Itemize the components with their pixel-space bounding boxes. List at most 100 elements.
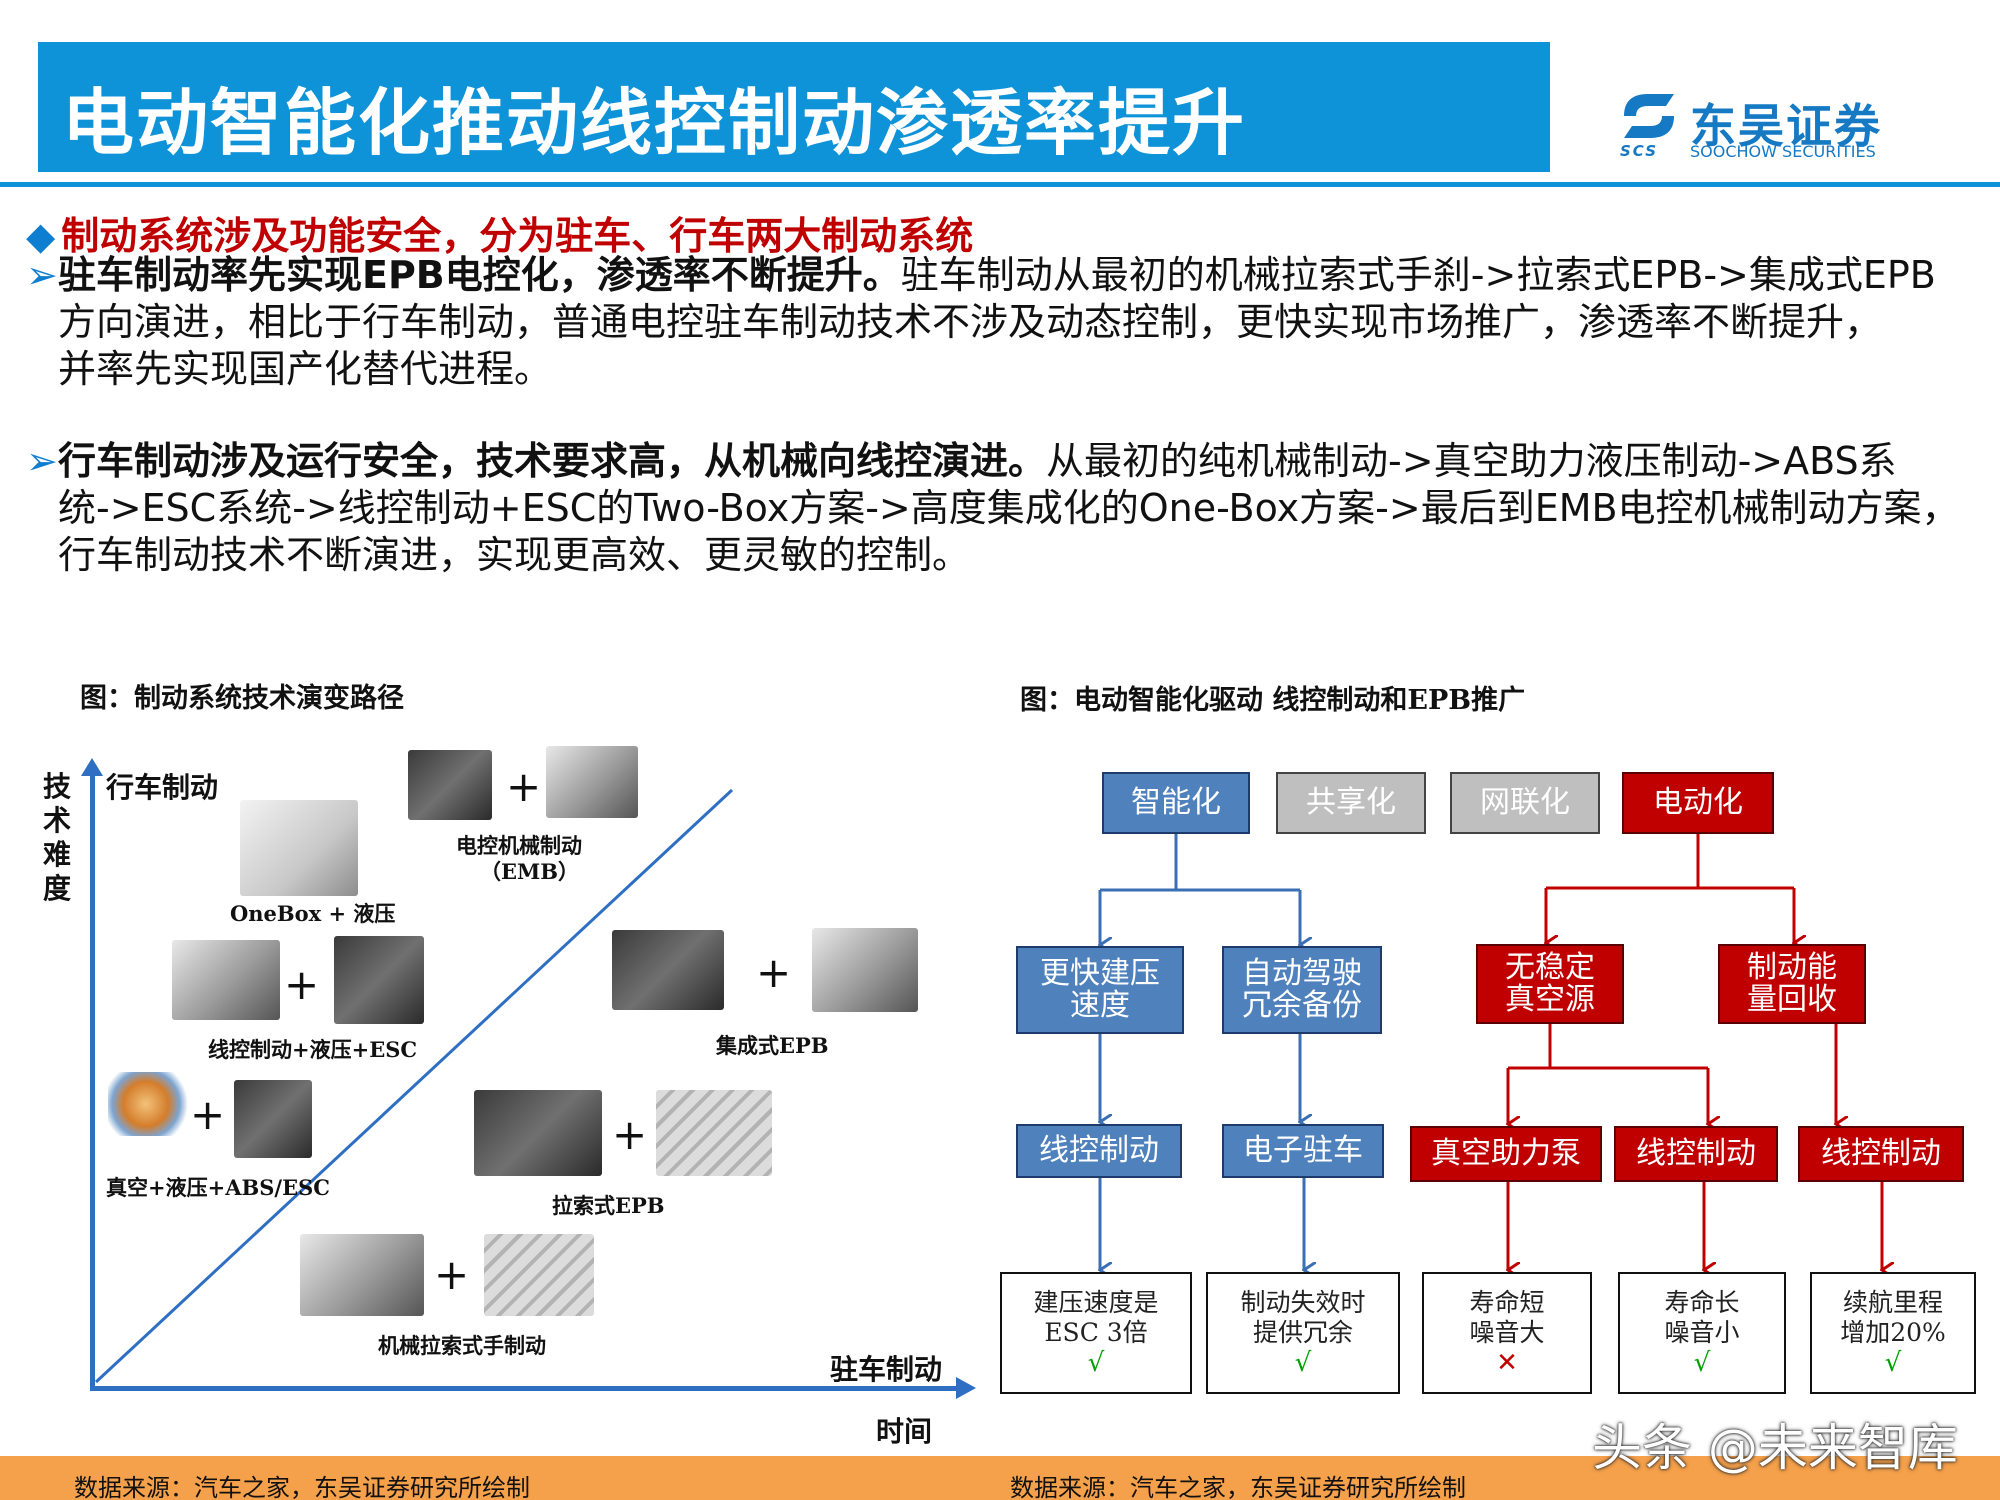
para1-line2: 方向演进，相比于行车制动，普通电控驻车制动技术不涉及动态控制，更快实现市场推广，… [58,300,1883,344]
y-axis [90,772,95,1390]
plus-sign: + [756,948,792,997]
title-bar: 电动智能化推动线控制动渗透率提升 [38,42,1550,172]
vacuum-label: 真空+液压+ABS/ESC [106,1175,330,1200]
twobox-booster-photo [172,940,280,1020]
right-figure-title: 图：电动智能化驱动 线控制动和EPB推广 [1020,685,1526,716]
result-box-redundancy: 制动失效时 提供冗余 √ [1206,1272,1400,1394]
autonomous-redundancy-line2: 冗余备份 [1242,988,1362,1023]
handbrake-lever-photo [300,1234,424,1316]
y-axis-label: 技术难度 [42,770,72,906]
plus-sign: + [190,1090,226,1139]
arrow-bullet-icon: ➢ [26,439,58,483]
paragraph-parking-brake: ➢驻车制动率先实现EPB电控化，渗透率不断提升。驻车制动从最初的机械拉索式手刹-… [26,252,1976,393]
no-vacuum-source-line1: 无稳定 [1505,950,1595,985]
result-text: 噪音小 [1664,1318,1740,1347]
brake-by-wire-box-2: 线控制动 [1614,1126,1778,1182]
energy-recovery-line2: 量回收 [1747,982,1837,1017]
logo-english-name: SOOCHOW SECURITIES [1690,142,1876,161]
plus-sign: + [434,1250,470,1299]
result-box-pressure: 建压速度是 ESC 3倍 √ [1000,1272,1192,1394]
integrated-epb-label: 集成式EPB [716,1033,829,1058]
twobox-label: 线控制动+液压+ESC [208,1037,418,1062]
result-text: 噪音大 [1469,1318,1545,1347]
integrated-epb-switch-photo [612,930,724,1010]
result-text: 增加20% [1840,1318,1946,1347]
handbrake-cable-photo [484,1234,594,1316]
source-note-right: 数据来源：汽车之家，东吴证券研究所绘制 [1010,1474,1466,1500]
emb-actuator-photo [408,750,492,820]
result-box-range: 续航里程 增加20% √ [1810,1272,1976,1394]
result-text: 续航里程 [1842,1288,1943,1317]
result-box-brake-by-wire: 寿命长 噪音小 √ [1618,1272,1786,1394]
para1-line3: 并率先实现国产化替代进程。 [58,347,553,391]
source-note-left: 数据来源：汽车之家，东吴证券研究所绘制 [74,1474,530,1500]
para2-line1: 从最初的纯机械制动->真空助力液压制动->ABS系 [1046,439,1897,483]
x-axis [90,1386,958,1391]
energy-recovery-box: 制动能 量回收 [1718,944,1866,1024]
result-text: 制动失效时 [1240,1288,1366,1317]
left-figure-title: 图：制动系统技术演变路径 [80,683,404,714]
cable-epb-switch-photo [474,1090,602,1176]
energy-recovery-line1: 制动能 [1747,950,1837,985]
autonomous-redundancy-box: 自动驾驶 冗余备份 [1222,946,1382,1034]
para2-lead: 行车制动涉及运行安全，技术要求高，从机械向线控演进。 [58,439,1047,483]
time-axis-label: 时间 [876,1415,933,1448]
check-mark-icon: √ [1087,1348,1105,1378]
emb-label-abbr: （EMB） [480,859,580,884]
plus-sign: + [612,1110,648,1159]
faster-pressure-line2: 速度 [1070,988,1130,1023]
result-text: 寿命长 [1664,1288,1740,1317]
para2-line2: 统->ESC系统->线控制动+ESC的Two-Box方案->高度集成化的One-… [58,486,1960,530]
y-axis-arrow-icon [81,758,103,776]
section-headline: ◆制动系统涉及功能安全，分为驻车、行车两大制动系统 [26,205,973,260]
footer-bar [0,1456,2000,1500]
logo-chinese-name: 东吴证券 [1690,99,1882,153]
soochow-logo: 东吴证券 SCS SOOCHOW SECURITIES [1618,88,1898,163]
no-vacuum-source-box: 无稳定 真空源 [1476,944,1624,1024]
para1-line1: 驻车制动从最初的机械拉索式手刹->拉索式EPB->集成式EPB [900,253,1936,297]
result-text: 寿命短 [1469,1288,1545,1317]
header-divider [0,182,2000,187]
onebox-photo [240,800,358,896]
abs-esc-unit-photo [234,1080,312,1158]
cable-epb-cable-photo [656,1090,772,1176]
diamond-bullet-icon: ◆ [26,214,56,258]
smart-box: 智能化 [1102,772,1250,834]
headline-text: 制动系统涉及功能安全，分为驻车、行车两大制动系统 [61,214,974,258]
emb-label: 电控机械制动 [456,833,582,858]
plus-sign: + [506,762,542,811]
x-axis-arrow-icon [956,1377,976,1399]
integrated-epb-caliper-photo [812,928,918,1012]
vacuum-booster-photo [108,1072,192,1136]
epb-box: 电子驻车 [1222,1124,1384,1178]
cable-epb-label: 拉索式EPB [552,1193,665,1218]
handbrake-label: 机械拉索式手制动 [378,1333,546,1358]
connected-box: 网联化 [1450,772,1600,834]
result-text: 建压速度是 [1033,1288,1159,1317]
para1-lead: 驻车制动率先实现EPB电控化，渗透率不断提升。 [58,253,901,297]
result-text: ESC 3倍 [1044,1318,1148,1347]
emb-caliper-photo [546,746,638,818]
page-title: 电动智能化推动线控制动渗透率提升 [62,81,1247,165]
twobox-esc-photo [334,936,424,1024]
check-mark-icon: √ [1294,1348,1312,1378]
service-brake-label: 行车制动 [106,771,219,804]
para2-line3: 行车制动技术不断演进，实现更高效、更灵敏的控制。 [58,533,971,577]
parking-brake-label: 驻车制动 [830,1353,943,1386]
logo-abbreviation: SCS [1620,142,1659,160]
arrow-bullet-icon: ➢ [26,253,58,297]
cross-mark-icon: ✕ [1496,1348,1518,1378]
y-axis-label-text: 技术难度 [42,770,71,905]
autonomous-redundancy-line1: 自动驾驶 [1242,956,1362,991]
watermark: 头条 @未来智库 [1592,1419,1958,1477]
result-box-vacuum-pump: 寿命短 噪音大 ✕ [1422,1272,1592,1394]
vacuum-pump-box: 真空助力泵 [1410,1126,1602,1182]
brake-by-wire-box-1: 线控制动 [1016,1124,1182,1178]
faster-pressure-box: 更快建压 速度 [1016,946,1184,1034]
faster-pressure-line1: 更快建压 [1040,956,1160,991]
onebox-label: OneBox + 液压 [230,901,396,926]
electrification-box: 电动化 [1622,772,1774,834]
check-mark-icon: √ [1884,1348,1902,1378]
